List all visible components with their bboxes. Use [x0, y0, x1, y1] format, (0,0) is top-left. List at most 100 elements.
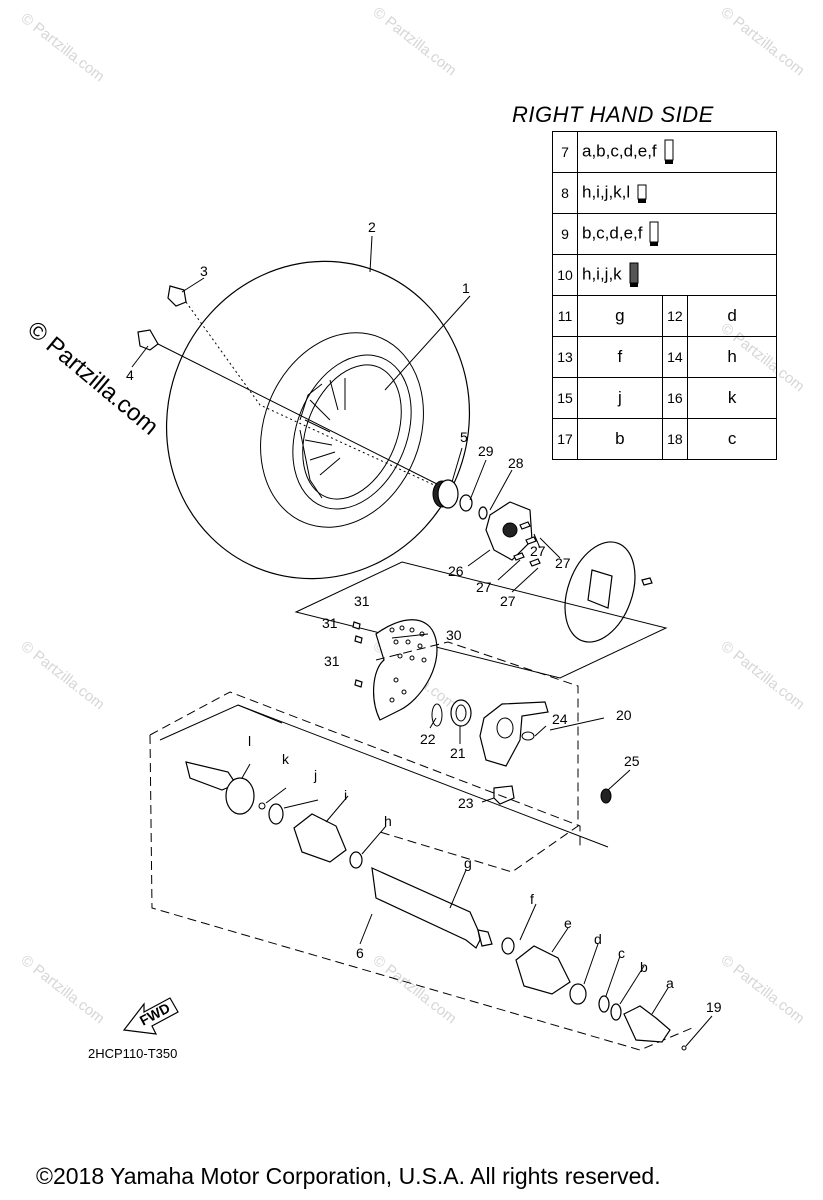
- row-value: h: [687, 336, 777, 378]
- row-number: 15: [552, 377, 578, 419]
- row-number: 11: [552, 295, 578, 337]
- table-title: RIGHT HAND SIDE: [512, 102, 714, 127]
- row-value: k: [687, 377, 777, 419]
- callout-c: c: [618, 945, 625, 961]
- wheel-spokes: [299, 378, 346, 499]
- callout-1: 1: [462, 280, 470, 296]
- guard-holes: [389, 625, 427, 703]
- leader-lines: [131, 235, 713, 1047]
- watermark: © Partzilla.com: [18, 10, 108, 86]
- hub-assembly: [432, 479, 541, 567]
- grease-tube-icon: [664, 139, 674, 164]
- watermark: © Partzilla.com: [370, 952, 460, 1028]
- callout-31: 31: [324, 653, 340, 669]
- row-number: 8: [552, 172, 578, 214]
- row-number: 7: [552, 131, 578, 173]
- table-row: 11 g 12 d: [552, 295, 777, 337]
- callout-31: 31: [322, 615, 338, 631]
- grease-tube-icon: [649, 221, 659, 246]
- row-number: 12: [661, 295, 689, 337]
- callout-25: 25: [624, 753, 640, 769]
- callout-2: 2: [368, 219, 376, 235]
- diagram-code: 2HCP110-T350: [88, 1046, 178, 1061]
- callout-h: h: [384, 813, 392, 829]
- callout-3: 3: [200, 263, 208, 279]
- table-row: 13 f 14 h: [552, 336, 777, 378]
- callout-26: 26: [448, 563, 464, 579]
- row-codes: h,i,j,k: [577, 254, 777, 296]
- brake-disc: [564, 541, 653, 643]
- callout-28: 28: [508, 455, 524, 471]
- row-codes: a,b,c,d,e,f: [577, 131, 777, 173]
- row-value: j: [577, 377, 663, 419]
- callout-23: 23: [458, 795, 474, 811]
- watermark: © Partzilla.com: [370, 4, 460, 80]
- callout-27: 27: [530, 543, 546, 559]
- callout-6: 6: [356, 945, 364, 961]
- row-number: 13: [552, 336, 578, 378]
- row-number: 10: [552, 254, 578, 296]
- row-number: 18: [661, 418, 689, 460]
- callout-29: 29: [478, 443, 494, 459]
- callout-l: l: [248, 733, 251, 749]
- grease-tube-icon: [629, 262, 639, 287]
- codes-text: b,c,d,e,f: [582, 223, 643, 243]
- copyright-notice: ©2018 Yamaha Motor Corporation, U.S.A. A…: [36, 1163, 661, 1189]
- callout-j: j: [313, 767, 317, 783]
- row-codes: h,i,j,k,l: [577, 172, 777, 214]
- callout-a: a: [666, 975, 674, 991]
- callout-27: 27: [555, 555, 571, 571]
- callout-19: 19: [706, 999, 722, 1015]
- row-number: 17: [552, 418, 578, 460]
- table-row: 15 j 16 k: [552, 377, 777, 419]
- callout-21: 21: [450, 745, 466, 761]
- callout-k: k: [282, 751, 290, 767]
- row-number: 9: [552, 213, 578, 255]
- callout-24: 24: [552, 711, 568, 727]
- callout-d: d: [594, 931, 602, 947]
- grease-tube-icon: [637, 184, 647, 203]
- row-value: f: [577, 336, 663, 378]
- callout-f: f: [530, 891, 534, 907]
- brake-guard-group: [294, 561, 668, 721]
- callout-30: 30: [446, 627, 462, 643]
- row-value: g: [577, 295, 663, 337]
- callouts: 1 2 3 4 5 29 28 26 27 27 27 27 30 31 31 …: [126, 219, 722, 1015]
- row-value: b: [577, 418, 663, 460]
- watermark: © Partzilla.com: [718, 638, 808, 714]
- table-row: 9 b,c,d,e,f: [552, 213, 777, 255]
- codes-text: a,b,c,d,e,f: [582, 141, 657, 161]
- callout-20: 20: [616, 707, 632, 723]
- callout-e: e: [564, 915, 572, 931]
- knuckle-group: [375, 641, 612, 873]
- callout-4: 4: [126, 367, 134, 383]
- callout-22: 22: [420, 731, 436, 747]
- table-row: 10 h,i,j,k: [552, 254, 777, 296]
- drive-shaft-group: [149, 691, 693, 1051]
- row-number: 16: [661, 377, 689, 419]
- callout-5: 5: [460, 429, 468, 445]
- callout-27: 27: [500, 593, 516, 609]
- tire-wheel: [165, 260, 471, 580]
- callout-i: i: [344, 787, 347, 803]
- table-row: 8 h,i,j,k,l: [552, 172, 777, 214]
- row-number: 14: [661, 336, 689, 378]
- table-row: 17 b 18 c: [552, 418, 777, 460]
- watermark: © Partzilla.com: [18, 638, 108, 714]
- valve-parts: [137, 285, 446, 491]
- callout-31: 31: [354, 593, 370, 609]
- table-row: 7 a,b,c,d,e,f: [552, 131, 777, 173]
- callout-b: b: [640, 959, 648, 975]
- fwd-arrow: FWD: [122, 997, 179, 1035]
- codes-text: h,i,j,k,l: [582, 182, 631, 202]
- watermark: © Partzilla.com: [18, 952, 108, 1028]
- watermark: © Partzilla.com: [718, 952, 808, 1028]
- codes-text: h,i,j,k: [582, 264, 622, 284]
- callout-27: 27: [476, 579, 492, 595]
- row-value: d: [687, 295, 777, 337]
- lubrication-table: 7 a,b,c,d,e,f 8 h,i,j,k,l 9 b,c,d,e,f 10…: [552, 131, 777, 460]
- row-value: c: [687, 418, 777, 460]
- watermark: © Partzilla.com: [718, 4, 808, 80]
- row-codes: b,c,d,e,f: [577, 213, 777, 255]
- callout-g: g: [464, 855, 472, 871]
